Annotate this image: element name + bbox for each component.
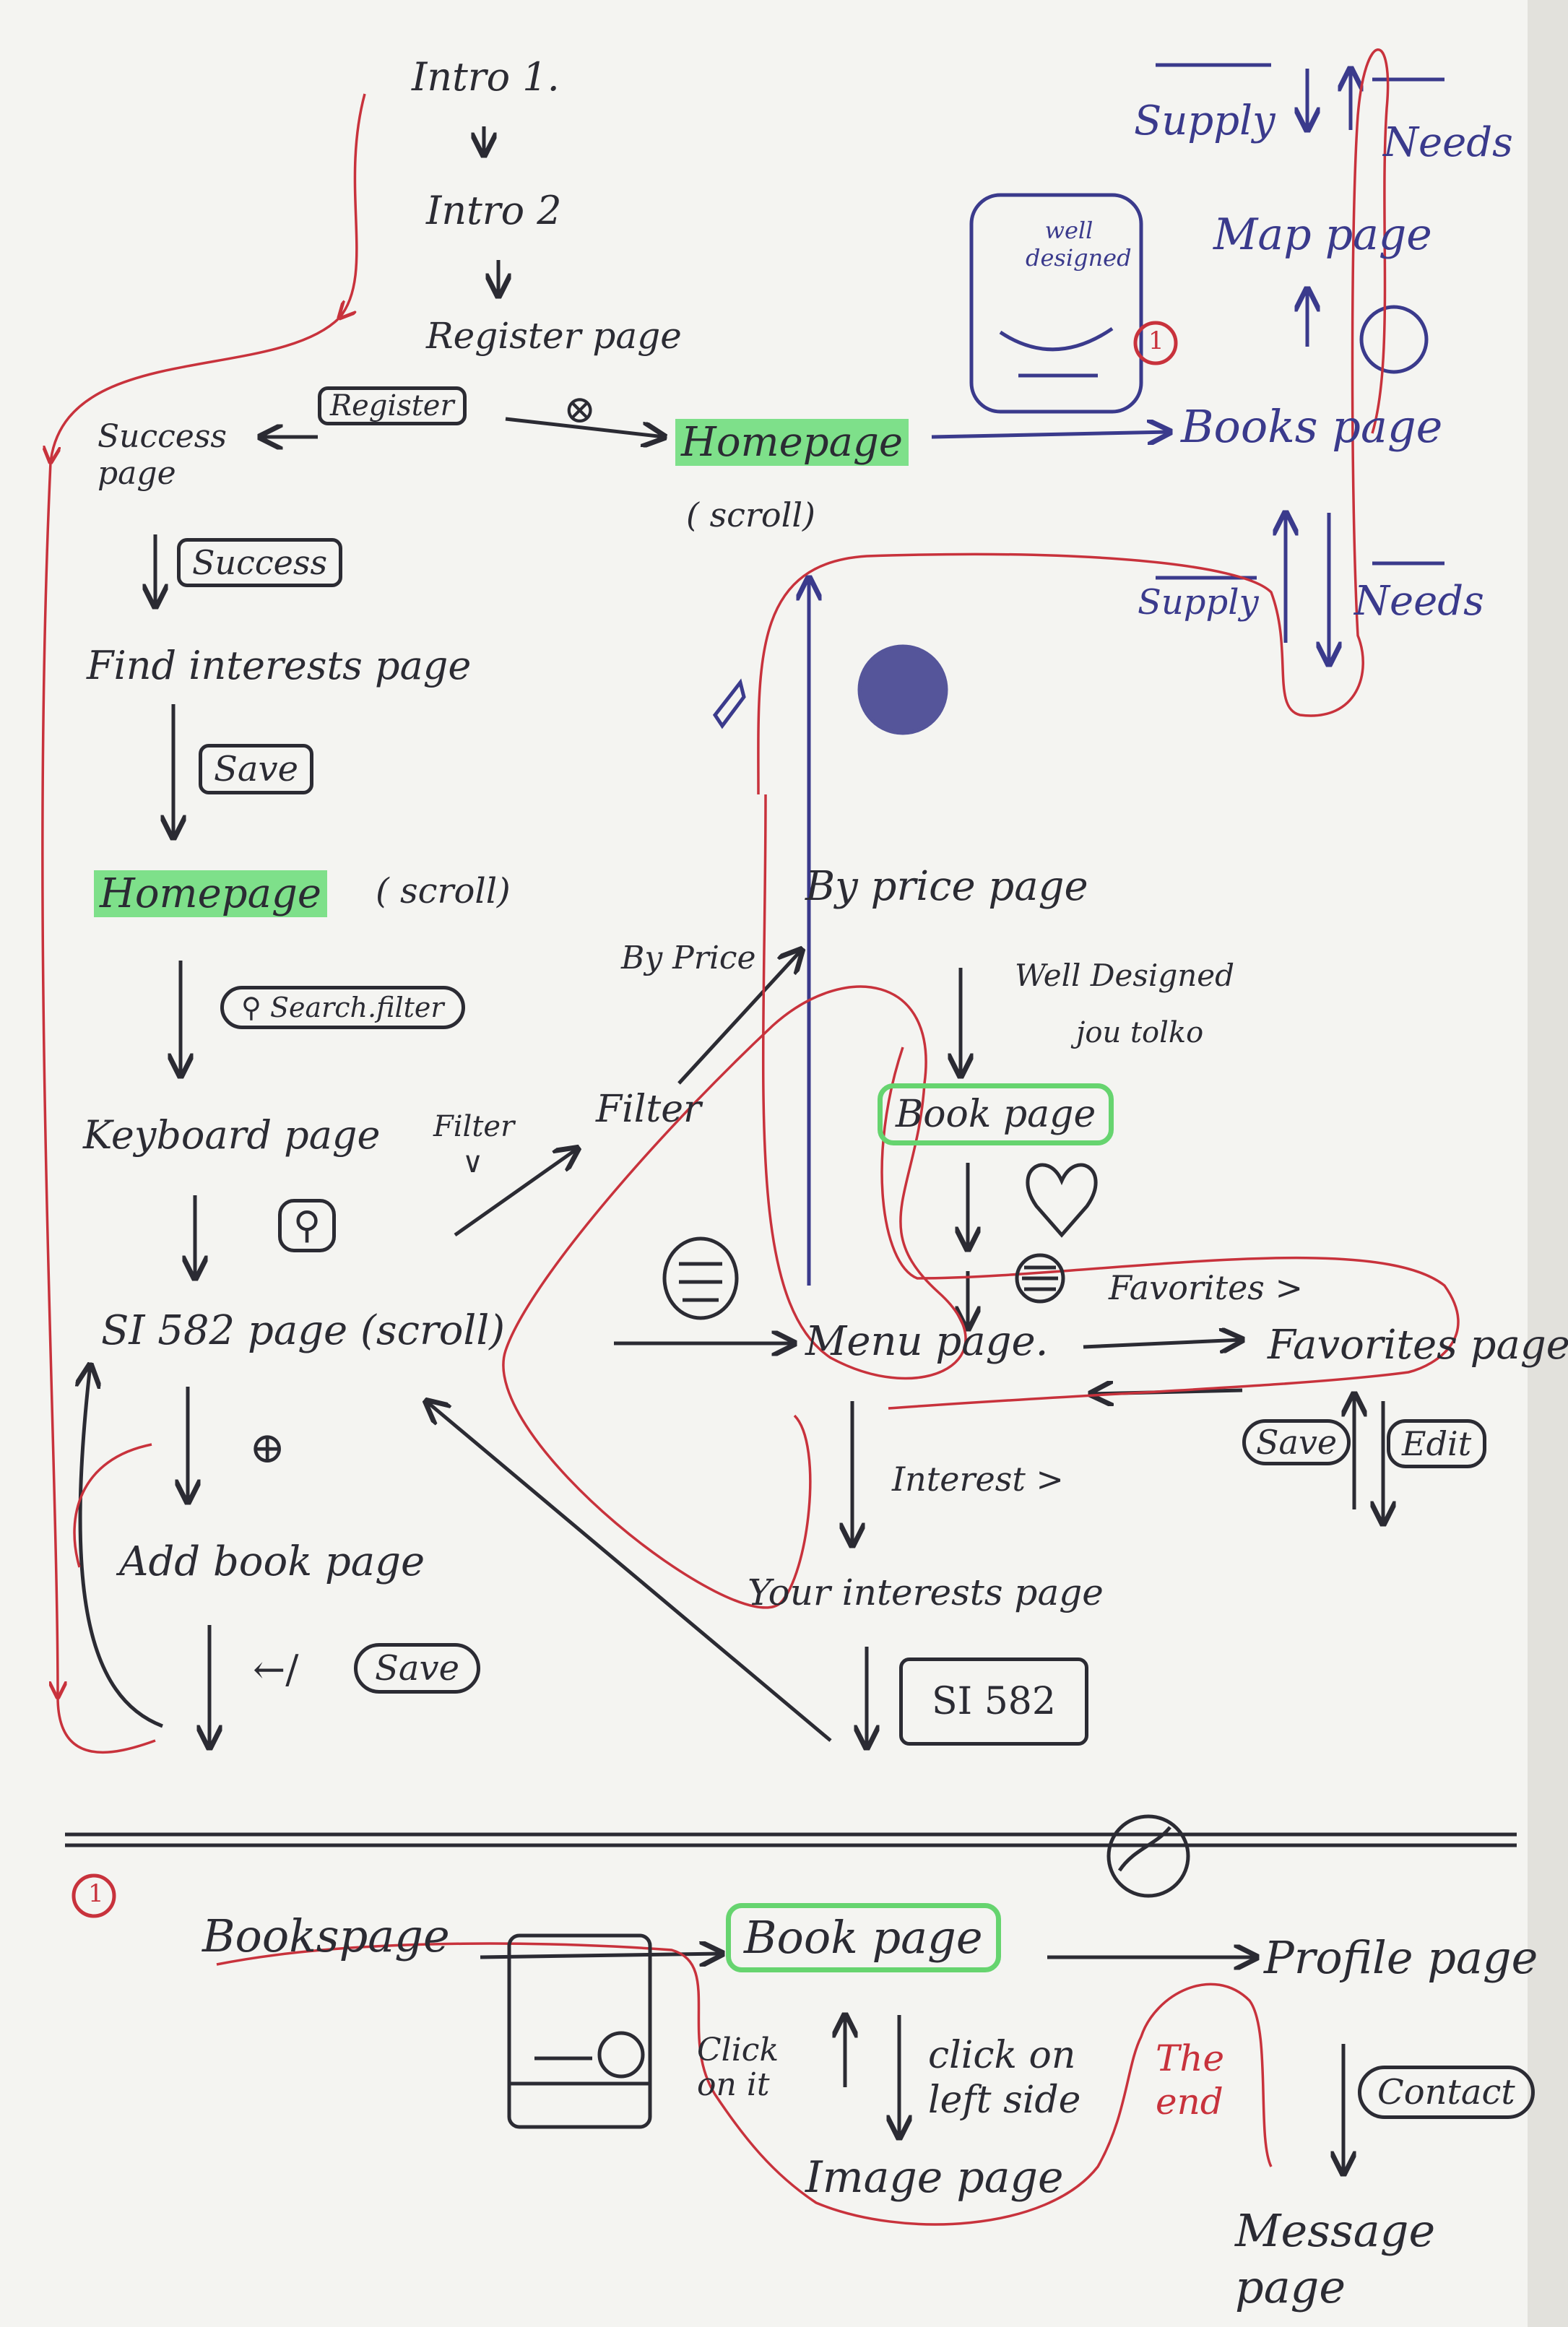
chevron-down-icon: ∨ bbox=[462, 1146, 484, 1179]
node-homepage-left: Homepage bbox=[94, 870, 328, 917]
fav-edit-button[interactable]: Edit bbox=[1387, 1419, 1487, 1468]
homepage-left-note: ( scroll) bbox=[376, 871, 511, 911]
node-bookspage: Bookspage bbox=[202, 1910, 450, 1962]
back-arrow-icon: ←/ bbox=[253, 1647, 299, 1692]
node-menu-page: Menu page. bbox=[805, 1318, 1049, 1365]
node-image-page: Image page bbox=[805, 2152, 1064, 2203]
node-register-page: Register page bbox=[426, 315, 682, 357]
filter-small-label: Filter bbox=[433, 1110, 515, 1143]
needs-top-label: Needs bbox=[1383, 119, 1513, 166]
node-find-interests: Find interests page bbox=[87, 643, 472, 688]
supply-bottom-label: Supply bbox=[1138, 582, 1259, 623]
plus-icon[interactable]: ⊕ bbox=[249, 1423, 286, 1473]
click-on-it-label: Click on it bbox=[697, 2032, 779, 2104]
search-icon-button[interactable]: ⚲ bbox=[278, 1199, 337, 1252]
node-books-page: Books page bbox=[1181, 400, 1443, 453]
search-filter-button[interactable]: ⚲ Search.filter bbox=[220, 986, 465, 1029]
save-button[interactable]: Save bbox=[199, 744, 314, 794]
node-si582-page: SI 582 page (scroll) bbox=[101, 1307, 506, 1354]
red-flow-lines bbox=[41, 48, 1460, 2226]
homepage-main-label: Homepage bbox=[675, 419, 909, 466]
favorites-arrow-label: Favorites > bbox=[1109, 1268, 1304, 1307]
well-designed-sketch-label: well designed bbox=[1026, 217, 1132, 272]
node-bottom-book-page: Book page bbox=[726, 1903, 1001, 1972]
si582-button[interactable]: SI 582 bbox=[899, 1658, 1088, 1746]
jou-tolko-note: jou tolko bbox=[1076, 1016, 1204, 1049]
node-filter: Filter bbox=[596, 1088, 701, 1131]
node-favorites-page: Favorites page bbox=[1268, 1322, 1568, 1369]
fav-save-button[interactable]: Save bbox=[1242, 1419, 1351, 1465]
success-page-label: Success page bbox=[98, 418, 227, 492]
well-designed-note: Well Designed bbox=[1015, 958, 1235, 993]
circle-one-top: 1 bbox=[1148, 326, 1164, 355]
node-homepage-main: Homepage bbox=[675, 419, 909, 466]
node-intro1: Intro 1. bbox=[412, 54, 560, 100]
interest-arrow-label: Interest > bbox=[892, 1460, 1064, 1499]
node-keyboard-page: Keyboard page bbox=[83, 1112, 381, 1158]
contact-button[interactable]: Contact bbox=[1358, 2066, 1535, 2119]
homepage-left-label: Homepage bbox=[94, 870, 328, 917]
node-add-book-page: Add book page bbox=[119, 1538, 425, 1585]
add-save-button[interactable]: Save bbox=[354, 1643, 481, 1694]
search-icon: ⚲ bbox=[241, 992, 261, 1023]
paper-edge bbox=[1528, 0, 1568, 2327]
by-price-label: By Price bbox=[621, 940, 756, 976]
node-success-page: Success page bbox=[98, 418, 242, 492]
success-button[interactable]: Success bbox=[177, 538, 343, 587]
search-filter-label: Search.filter bbox=[269, 992, 444, 1023]
node-your-interests-page: Your interests page bbox=[748, 1572, 1104, 1613]
needs-bottom-label: Needs bbox=[1354, 578, 1484, 625]
small-glyphs bbox=[72, 321, 1190, 2129]
the-end-label: The end bbox=[1156, 2037, 1225, 2123]
supply-top-label: Supply bbox=[1134, 98, 1275, 144]
node-profile-page: Profile page bbox=[1264, 1931, 1538, 1984]
click-left-side-label: click on left side bbox=[928, 2034, 1081, 2123]
close-icon: ⊗ bbox=[563, 386, 597, 432]
homepage-main-note: ( scroll) bbox=[686, 495, 815, 534]
node-intro2: Intro 2 bbox=[426, 188, 562, 233]
circle-one-bottom: 1 bbox=[88, 1879, 104, 1908]
node-book-page: Book page bbox=[878, 1083, 1114, 1145]
node-message-page: Message page bbox=[1235, 2204, 1436, 2313]
node-by-price-page: By price page bbox=[805, 863, 1088, 910]
register-button[interactable]: Register bbox=[318, 386, 467, 425]
node-map-page: Map page bbox=[1213, 209, 1432, 260]
